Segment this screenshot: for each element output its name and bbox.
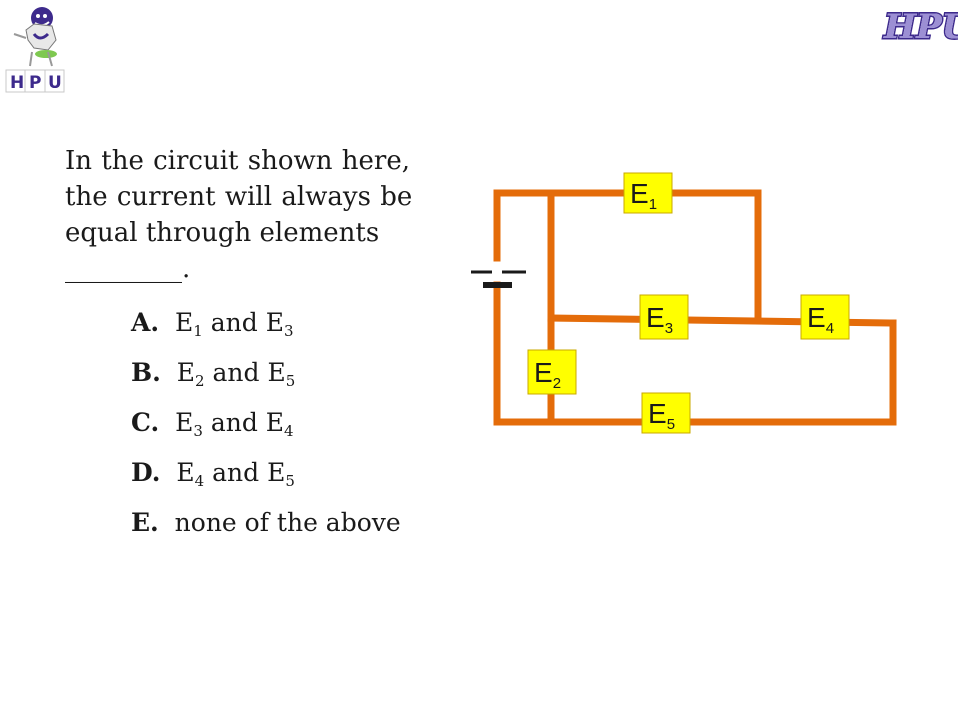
option-a[interactable]: A. E1 and E3 — [131, 308, 294, 340]
option-letter: B. — [131, 358, 161, 387]
option-b[interactable]: B. E2 and E5 — [131, 358, 296, 390]
svg-text:E3: E3 — [646, 302, 673, 337]
question-line-1: In the circuit shown here, — [65, 146, 410, 176]
question-text: In the circuit shown here, the current w… — [65, 143, 465, 287]
option-c[interactable]: C. E3 and E4 — [131, 408, 294, 440]
svg-text:P: P — [29, 73, 41, 93]
hpu-mascot-logo: H P U — [4, 4, 66, 96]
element-e3: E3 — [639, 294, 689, 340]
element-e5: E5 — [641, 392, 691, 434]
svg-text:HPU: HPU — [883, 7, 958, 47]
svg-text:HPU: HPU — [883, 7, 958, 47]
svg-text:E2: E2 — [534, 357, 561, 392]
hpu-wordmark-logo: HPU HPU — [880, 2, 960, 49]
svg-text:E5: E5 — [648, 398, 675, 433]
question-line-3: equal through elements — [65, 218, 380, 248]
element-e2: E2 — [527, 349, 577, 395]
element-e4: E4 — [800, 294, 850, 340]
option-letter: C. — [131, 408, 160, 437]
option-letter: A. — [131, 308, 160, 337]
svg-text:E4: E4 — [807, 302, 834, 337]
option-letter: D. — [131, 458, 161, 487]
svg-text:E1: E1 — [630, 178, 657, 213]
option-letter: E. — [131, 508, 159, 537]
option-d[interactable]: D. E4 and E5 — [131, 458, 295, 490]
answer-blank: _________. — [65, 254, 191, 284]
option-e[interactable]: E. none of the above — [131, 508, 401, 537]
element-e1: E1 — [623, 172, 673, 214]
wire-outer-left — [493, 281, 897, 426]
svg-text:U: U — [48, 73, 62, 93]
question-line-2: the current will always be — [65, 182, 413, 212]
svg-text:H: H — [10, 73, 24, 93]
